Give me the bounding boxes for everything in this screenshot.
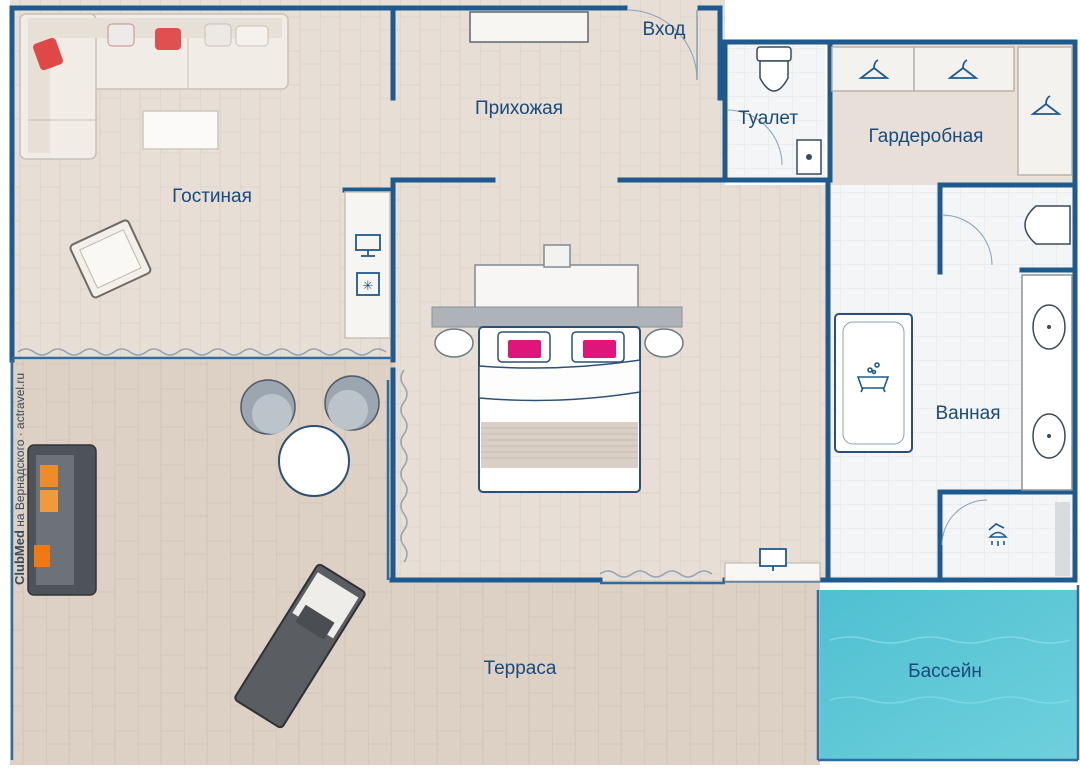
hallway-shelf bbox=[469, 11, 589, 43]
tv-console bbox=[344, 191, 391, 339]
bathtub bbox=[834, 313, 913, 453]
curtain bbox=[400, 369, 408, 563]
curtain bbox=[599, 570, 713, 578]
outdoor-sofa bbox=[27, 444, 97, 596]
sun-lounger bbox=[234, 563, 366, 729]
safe-icon bbox=[356, 272, 380, 296]
bathroom-label: Ванная bbox=[935, 403, 1001, 424]
toilet-bowl bbox=[756, 46, 792, 92]
toilet-label: Туалет bbox=[737, 108, 799, 129]
hallway-label: Прихожая bbox=[474, 98, 564, 119]
hanger-icon bbox=[1030, 95, 1062, 115]
terrace-chair bbox=[240, 379, 296, 435]
bed-lamp-box bbox=[543, 244, 571, 268]
shower-glass bbox=[1055, 502, 1070, 576]
terrace-floor-bottom bbox=[395, 580, 820, 765]
credit-text: на Вернадского · actravel.ru bbox=[13, 372, 27, 527]
pool-water bbox=[820, 590, 1078, 760]
pool-ripple bbox=[829, 636, 1071, 644]
curtain bbox=[17, 348, 387, 356]
armchair bbox=[69, 219, 152, 299]
entrance-label: Вход bbox=[642, 19, 686, 40]
headboard-shelf bbox=[474, 264, 639, 311]
hanger-icon bbox=[947, 59, 979, 79]
bathroom-door-swing[interactable] bbox=[941, 214, 993, 266]
toilet-bowl bbox=[1024, 205, 1071, 245]
nightstand-right bbox=[644, 328, 684, 358]
terrace-label: Терраса bbox=[483, 658, 557, 679]
coffee-table bbox=[142, 110, 219, 150]
entrance-door-swing[interactable] bbox=[626, 9, 698, 81]
shower-icon bbox=[988, 523, 1008, 546]
wardrobe-cabinets bbox=[831, 46, 1073, 176]
bed bbox=[478, 326, 641, 493]
walls bbox=[9, 5, 1078, 583]
headboard bbox=[431, 306, 683, 328]
brand-name: ClubMed bbox=[12, 530, 27, 585]
bathtub-icon bbox=[856, 362, 890, 393]
corner-sofa bbox=[19, 13, 289, 160]
living-room-label: Гостиная bbox=[172, 186, 252, 207]
terrace-table bbox=[278, 425, 350, 497]
pool-ripple bbox=[829, 696, 1071, 704]
svg-text:✳: ✳ bbox=[363, 279, 374, 294]
computer-icon bbox=[759, 548, 787, 567]
wardrobe-label: Гардеробная bbox=[868, 126, 984, 147]
watermark-credit: ClubMed на Вернадского · actravel.ru bbox=[12, 373, 27, 585]
terrace-chair bbox=[324, 375, 380, 431]
pool-label: Бассейн bbox=[908, 661, 982, 682]
nightstand-left bbox=[434, 328, 474, 358]
hanger-icon bbox=[858, 59, 890, 79]
shower-door-swing[interactable] bbox=[941, 499, 988, 546]
glazing bbox=[10, 356, 1080, 762]
toilet-door-swing[interactable] bbox=[726, 109, 783, 166]
